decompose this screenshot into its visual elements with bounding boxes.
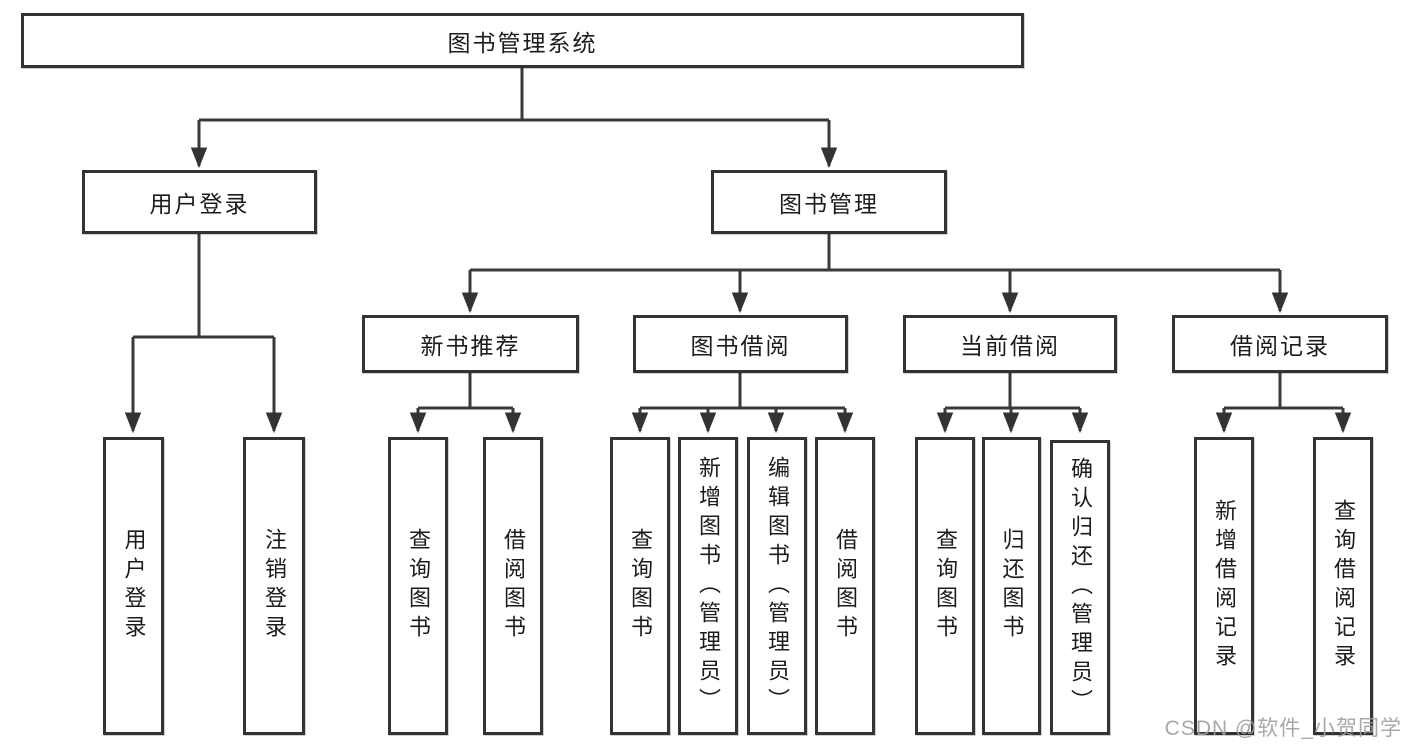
- node-borrowing-records: 借阅记录: [1172, 315, 1388, 373]
- leaf-current-confirm-return-admin: 确认归还（管理员）: [1050, 440, 1110, 735]
- leaf-borrowing-query-books: 查询图书: [610, 437, 670, 735]
- leaf-user-login: 用户登录: [103, 437, 164, 735]
- leaf-current-return-books: 归还图书: [982, 437, 1041, 735]
- csdn-watermark: CSDN @软件_小贺同学: [1164, 717, 1402, 740]
- leaf-borrowing-edit-books-admin: 编辑图书（管理员）: [747, 437, 807, 735]
- node-book-management: 图书管理: [711, 170, 947, 234]
- leaf-current-query-books: 查询图书: [915, 437, 975, 735]
- leaf-recommend-borrow-books: 借阅图书: [483, 437, 543, 735]
- leaf-recommend-query-books: 查询图书: [388, 437, 448, 735]
- node-library-management-system: 图书管理系统: [21, 13, 1024, 68]
- node-new-book-recommendation: 新书推荐: [362, 315, 579, 373]
- node-user-login: 用户登录: [82, 170, 317, 234]
- leaf-borrowing-add-books-admin: 新增图书（管理员）: [678, 437, 738, 735]
- node-current-borrowing: 当前借阅: [903, 315, 1117, 373]
- leaf-records-add-borrow-record: 新增借阅记录: [1194, 437, 1254, 735]
- leaf-logout: 注销登录: [243, 437, 305, 735]
- leaf-borrowing-borrow-books: 借阅图书: [815, 437, 875, 735]
- leaf-records-query-borrow-record: 查询借阅记录: [1313, 437, 1373, 735]
- node-book-borrowing: 图书借阅: [633, 315, 848, 373]
